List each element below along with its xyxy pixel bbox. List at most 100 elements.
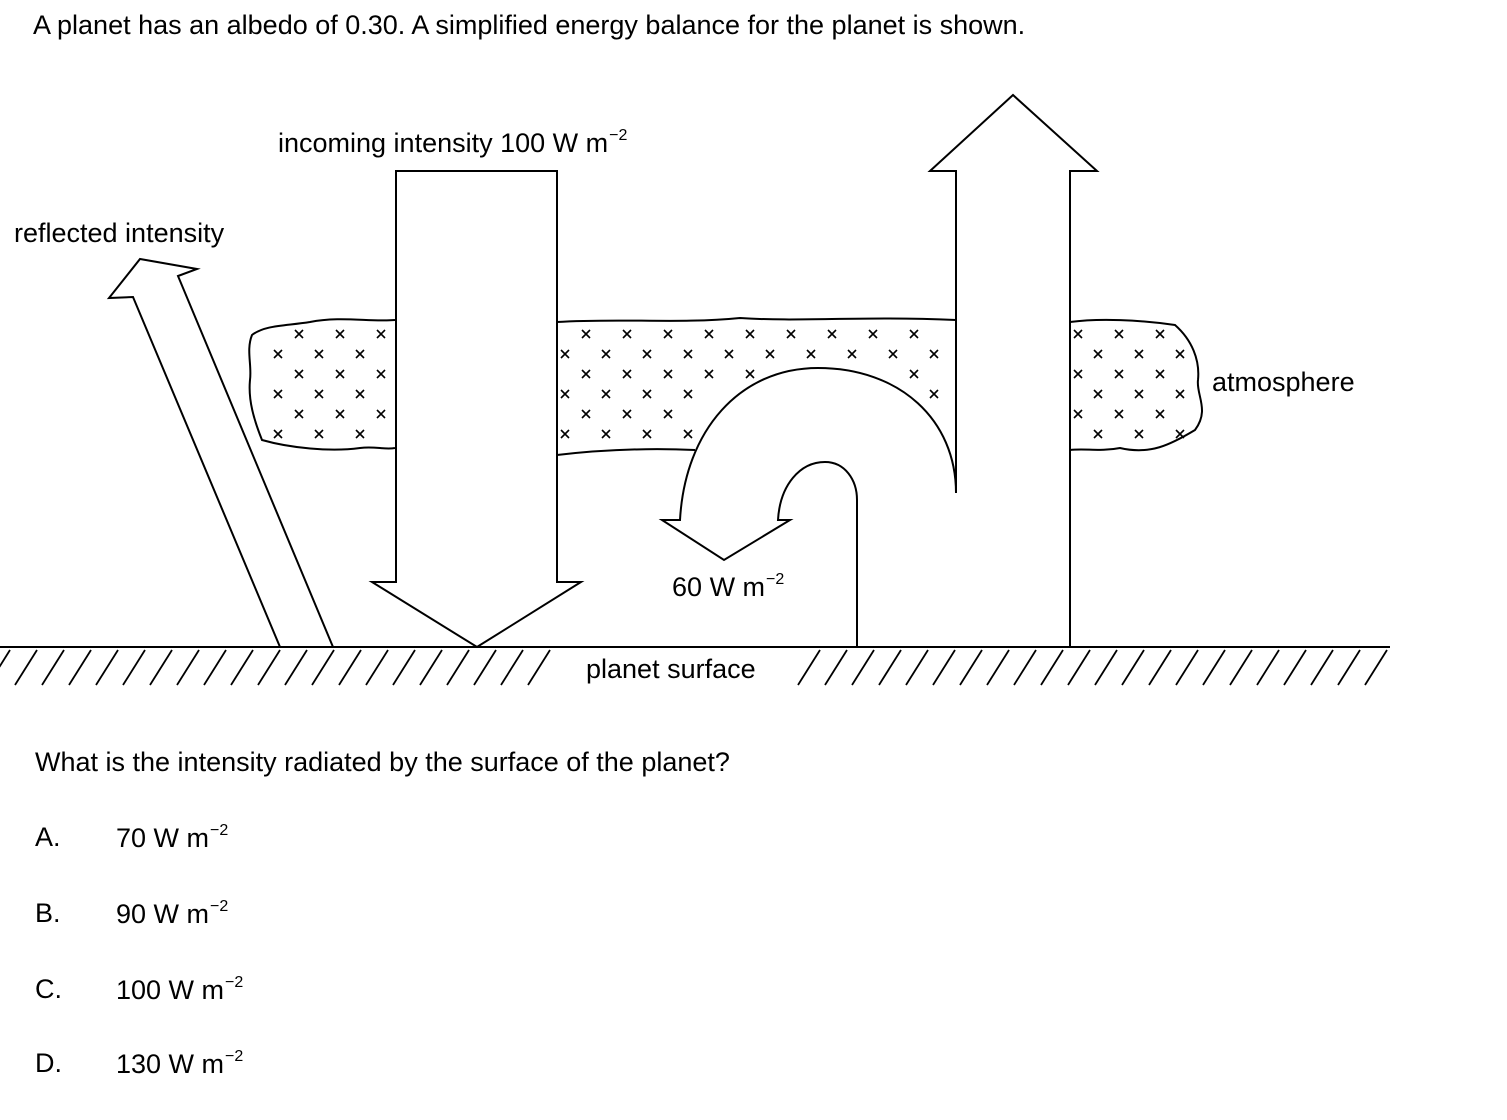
hatch-mark bbox=[1202, 649, 1226, 686]
atmosphere-x-mark bbox=[1093, 349, 1103, 359]
hatch-mark bbox=[1229, 649, 1253, 686]
question-text: What is the intensity radiated by the su… bbox=[35, 747, 730, 777]
option-letter: C. bbox=[35, 974, 62, 1004]
atmosphere-x-mark bbox=[335, 369, 345, 379]
hatch-mark bbox=[230, 649, 254, 686]
atmosphere-x-mark bbox=[909, 329, 919, 339]
hatch-mark bbox=[284, 649, 308, 686]
hatch-mark bbox=[959, 649, 983, 686]
atmosphere-x-mark bbox=[294, 409, 304, 419]
hatch-mark bbox=[203, 649, 227, 686]
atmosphere-label: atmosphere bbox=[1212, 367, 1355, 397]
atmosphere-x-mark bbox=[745, 369, 755, 379]
atmosphere-x-mark bbox=[642, 429, 652, 439]
energy-balance-diagram bbox=[0, 93, 1390, 686]
atmosphere-x-mark bbox=[786, 329, 796, 339]
atmosphere-x-mark bbox=[888, 349, 898, 359]
atmosphere-x-mark bbox=[1093, 389, 1103, 399]
atmosphere-x-mark bbox=[1114, 409, 1124, 419]
incoming-intensity-label: incoming intensity 100 W m−2 bbox=[278, 127, 628, 158]
atmosphere-x-mark bbox=[581, 409, 591, 419]
hatch-mark bbox=[1310, 649, 1334, 686]
hatch-mark bbox=[1121, 649, 1145, 686]
hatch-mark bbox=[473, 649, 497, 686]
atmosphere-x-mark bbox=[273, 429, 283, 439]
atmosphere-x-mark bbox=[683, 429, 693, 439]
hatch-mark bbox=[338, 649, 362, 686]
atmosphere-x-mark bbox=[663, 409, 673, 419]
atmosphere-x-mark bbox=[642, 349, 652, 359]
atmosphere-x-mark bbox=[601, 349, 611, 359]
returned-curved-arrow bbox=[658, 366, 957, 647]
atmosphere-x-mark bbox=[376, 369, 386, 379]
hatch-mark bbox=[1148, 649, 1172, 686]
hatch-mark bbox=[1256, 649, 1280, 686]
atmosphere-x-mark bbox=[745, 329, 755, 339]
atmosphere-x-mark bbox=[560, 429, 570, 439]
hatch-mark bbox=[365, 649, 389, 686]
hatch-mark bbox=[932, 649, 956, 686]
atmosphere-x-mark bbox=[1175, 429, 1185, 439]
atmosphere-x-mark bbox=[294, 369, 304, 379]
hatch-mark bbox=[176, 649, 200, 686]
hatch-mark bbox=[824, 649, 848, 686]
option-letter: A. bbox=[35, 822, 61, 852]
atmosphere-x-mark bbox=[622, 409, 632, 419]
hatch-mark bbox=[1094, 649, 1118, 686]
hatch-mark bbox=[41, 649, 65, 686]
hatch-mark bbox=[122, 649, 146, 686]
atmosphere-x-mark bbox=[581, 369, 591, 379]
atmosphere-x-mark bbox=[622, 369, 632, 379]
hatch-mark bbox=[311, 649, 335, 686]
atmosphere-layer bbox=[248, 316, 1204, 456]
hatch-mark bbox=[68, 649, 92, 686]
atmosphere-x-mark bbox=[1073, 409, 1083, 419]
atmosphere-x-mark bbox=[355, 349, 365, 359]
option-value: 90 W m−2 bbox=[116, 898, 229, 929]
hatch-mark bbox=[1067, 649, 1091, 686]
atmosphere-x-mark bbox=[642, 389, 652, 399]
atmosphere-x-mark bbox=[1073, 329, 1083, 339]
option-letter: B. bbox=[35, 898, 61, 928]
atmosphere-x-mark bbox=[868, 329, 878, 339]
hatch-mark bbox=[1175, 649, 1199, 686]
incoming-arrow bbox=[368, 170, 585, 649]
question-stem: A planet has an albedo of 0.30. A simpli… bbox=[33, 10, 1026, 40]
atmosphere-x-mark bbox=[314, 389, 324, 399]
hatch-mark bbox=[1337, 649, 1361, 686]
atmosphere-x-mark bbox=[1155, 369, 1165, 379]
reflected-intensity-label: reflected intensity bbox=[14, 218, 225, 248]
atmosphere-x-mark bbox=[663, 329, 673, 339]
atmosphere-x-mark bbox=[765, 349, 775, 359]
atmosphere-x-mark bbox=[622, 329, 632, 339]
atmosphere-x-mark bbox=[273, 389, 283, 399]
atmosphere-x-mark bbox=[376, 329, 386, 339]
atmosphere-x-mark bbox=[929, 349, 939, 359]
atmosphere-x-mark bbox=[355, 429, 365, 439]
atmosphere-x-mark bbox=[1134, 349, 1144, 359]
atmosphere-x-mark bbox=[294, 329, 304, 339]
atmosphere-x-mark bbox=[847, 349, 857, 359]
hatch-mark bbox=[1283, 649, 1307, 686]
outgoing-arrow bbox=[927, 93, 1100, 647]
hatch-mark bbox=[527, 649, 551, 686]
hatch-mark bbox=[95, 649, 119, 686]
atmosphere-x-mark bbox=[355, 389, 365, 399]
atmosphere-x-mark bbox=[335, 329, 345, 339]
ground-hatching bbox=[0, 649, 1388, 686]
atmosphere-x-mark bbox=[601, 389, 611, 399]
atmosphere-x-mark bbox=[335, 409, 345, 419]
atmosphere-x-mark bbox=[273, 349, 283, 359]
hatch-mark bbox=[1040, 649, 1064, 686]
option-letter: D. bbox=[35, 1048, 62, 1078]
hatch-mark bbox=[500, 649, 524, 686]
atmosphere-x-mark bbox=[581, 329, 591, 339]
atmosphere-x-mark bbox=[1175, 389, 1185, 399]
hatch-mark bbox=[878, 649, 902, 686]
atmosphere-x-mark bbox=[663, 369, 673, 379]
atmosphere-x-mark bbox=[1155, 329, 1165, 339]
atmosphere-segment-right bbox=[1069, 318, 1204, 452]
atmosphere-x-mark bbox=[1134, 429, 1144, 439]
hatch-mark bbox=[986, 649, 1010, 686]
hatch-mark bbox=[797, 649, 821, 686]
